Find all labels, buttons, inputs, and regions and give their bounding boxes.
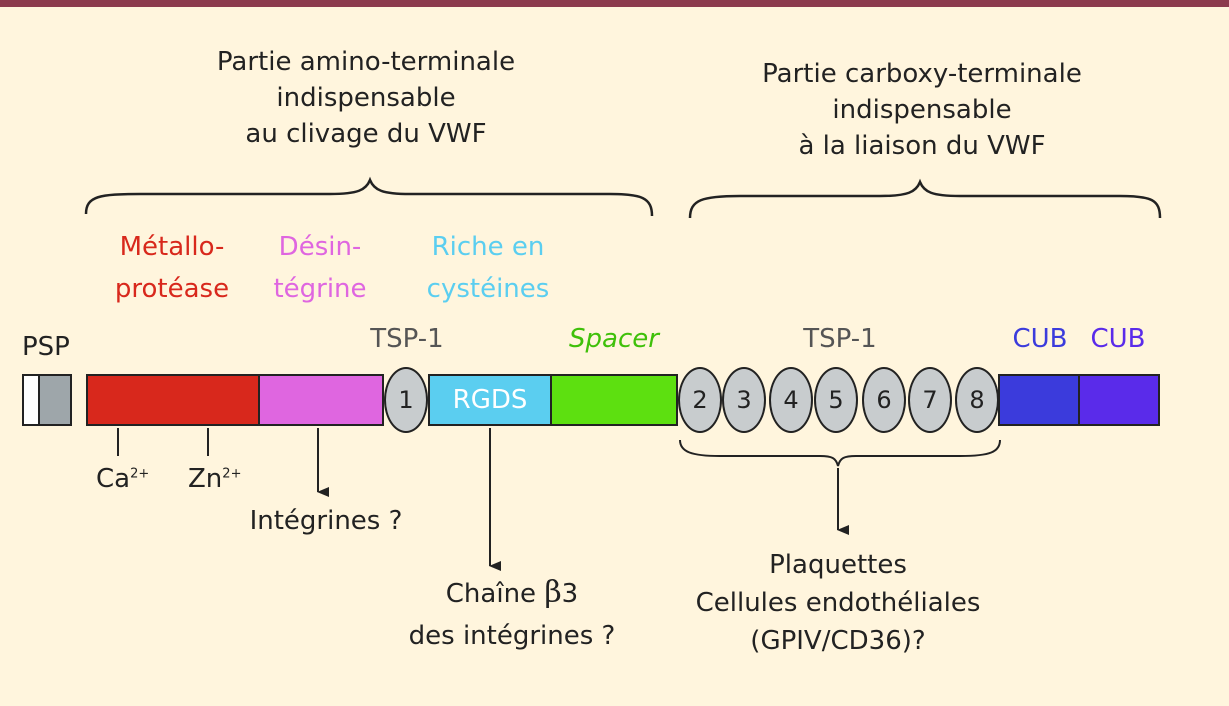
- calcium-label: Ca2+: [96, 466, 149, 492]
- carboxy-heading-line-2: indispensable: [832, 95, 1012, 125]
- chaine-suffix: 3: [561, 579, 579, 609]
- amino-terminal-brace: [84, 176, 654, 217]
- zinc-label-charge: 2+: [222, 466, 242, 482]
- plaquettes-line-3: (GPIV/CD36)?: [750, 626, 926, 656]
- desintegrine-label-line-1: Désin-: [278, 232, 362, 262]
- calcium-label-charge: 2+: [130, 466, 150, 482]
- carboxy-terminal-heading: Partie carboxy-terminale indispensable à…: [762, 56, 1082, 164]
- psp-label: PSP: [22, 332, 70, 362]
- metalloprotease-box: [86, 374, 260, 426]
- chaine-prefix: Chaîne: [445, 579, 545, 609]
- spacer-box: [550, 374, 678, 426]
- tsp1-repeat-2: 2: [678, 367, 722, 433]
- tsp1-repeat-4: 4: [769, 367, 813, 433]
- plaquettes-line-1: Plaquettes: [769, 550, 907, 580]
- tsp1-repeat-5: 5: [814, 367, 858, 433]
- chaine-b3-label: Chaîne β3 des intégrines ?: [409, 572, 616, 657]
- metalloprotease-label-line-2: protéase: [114, 274, 230, 304]
- riche-cysteines-label: Riche en cystéines: [427, 226, 550, 310]
- calcium-label-base: Ca: [96, 464, 131, 494]
- cub-2-label: CUB: [1090, 324, 1146, 354]
- zinc-label: Zn2+: [188, 466, 241, 492]
- top-rule: [0, 0, 1229, 7]
- amino-heading-line-2: indispensable: [276, 83, 456, 113]
- tsp1-repeats-brace: [679, 439, 1001, 467]
- tsp1-repeat-6: 6: [862, 367, 906, 433]
- desintegrine-label: Désin- tégrine: [273, 226, 366, 310]
- tsp1-first-label: TSP-1: [370, 324, 444, 354]
- beta-symbol: β: [544, 575, 562, 610]
- carboxy-heading-line-1: Partie carboxy-terminale: [762, 59, 1082, 89]
- tsp1-repeat-8: 8: [955, 367, 999, 433]
- tsp1-repeat-1: 1: [384, 367, 428, 433]
- riche-cysteines-box: RGDS: [428, 374, 552, 426]
- zinc-label-base: Zn: [188, 464, 223, 494]
- cub-2-box: [1078, 374, 1160, 426]
- tsp1-repeat-3: 3: [722, 367, 766, 433]
- riche-cysteines-label-line-2: cystéines: [426, 274, 550, 304]
- plaquettes-line-2: Cellules endothéliales: [695, 588, 981, 618]
- cub-1-label: CUB: [1012, 324, 1068, 354]
- plaquettes-label: Plaquettes Cellules endothéliales (GPIV/…: [696, 546, 981, 660]
- riche-cysteines-label-line-1: Riche en: [431, 232, 545, 262]
- amino-terminal-heading: Partie amino-terminale indispensable au …: [217, 44, 515, 152]
- metalloprotease-label-line-1: Métallo-: [119, 232, 225, 262]
- tsp1-repeat-7: 7: [908, 367, 952, 433]
- rgds-label: RGDS: [452, 385, 528, 415]
- desintegrine-box: [258, 374, 384, 426]
- amino-heading-line-1: Partie amino-terminale: [216, 47, 516, 77]
- metalloprotease-label: Métallo- protéase: [115, 226, 229, 310]
- amino-heading-line-3: au clivage du VWF: [245, 119, 487, 149]
- integrines-label: Intégrines ?: [249, 506, 403, 536]
- chaine-b3-line-1: Chaîne β3: [409, 572, 616, 615]
- cub-1-box: [998, 374, 1080, 426]
- carboxy-heading-line-3: à la liaison du VWF: [798, 131, 1046, 161]
- psp-box: [38, 374, 72, 426]
- spacer-label: Spacer: [569, 324, 659, 354]
- chaine-b3-line-2: des intégrines ?: [408, 621, 616, 651]
- carboxy-terminal-brace: [688, 178, 1162, 219]
- desintegrine-label-line-2: tégrine: [273, 274, 367, 304]
- tsp1-repeats-label: TSP-1: [803, 324, 877, 354]
